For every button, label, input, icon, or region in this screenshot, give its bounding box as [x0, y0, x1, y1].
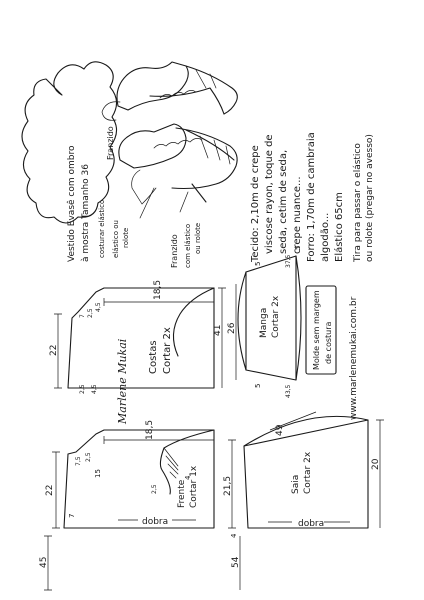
saia-dim-54: 54	[231, 556, 241, 568]
callout-elastico-ou: elástico ou	[112, 220, 120, 258]
website-text: www.marlenemukai.com.br	[349, 296, 359, 420]
frente-dim-75: 7,5	[75, 456, 82, 466]
note-tecido-2: viscose rayon, toque de	[264, 134, 275, 254]
saia-dim-215: 21,5	[223, 476, 233, 496]
frente-dim-25a: 2,5	[85, 452, 92, 462]
frente-dim-15: 15	[94, 469, 102, 478]
manga-dim-375: 37,5	[285, 254, 292, 268]
manga-cut: Cortar 2x	[271, 295, 281, 338]
signature: Marlene Mukai	[116, 339, 129, 425]
molde-notice-box: Molde sem margem de costura	[305, 285, 337, 375]
costas-dim-25b: 2,5	[79, 384, 86, 394]
costas-cut: Cortar 2x	[162, 327, 173, 374]
callout-costurar-elastico: costurar elástico	[98, 200, 106, 258]
frente-dim-45: 45	[39, 557, 49, 568]
callout-franzido-bottom: Franzido	[170, 234, 179, 268]
dress-sketch-back	[101, 61, 238, 121]
callout-com-elastico: com elástico	[184, 224, 192, 268]
dress-sketch-front	[118, 123, 238, 205]
costas-dim-41: 41	[213, 325, 223, 336]
note-tecido-3: seda, cetim de seda,	[278, 150, 289, 254]
manga-dim-5a: 5	[254, 262, 262, 266]
frente-label: Frente	[177, 479, 187, 508]
note-tecido-1: Tecido: 2,10m de crepe	[250, 145, 261, 263]
costas-label: Costas	[148, 340, 159, 374]
fabric-notes: Tecido: 2,10m de crepe viscose rayon, to…	[250, 132, 375, 263]
frente-dim-185: 18,5	[145, 420, 155, 440]
saia-cut: Cortar 2x	[303, 451, 313, 494]
costas-dim-45a: 4,5	[95, 302, 102, 312]
costas-dim-45b: 4,5	[91, 384, 98, 394]
saia-dim-20: 20	[371, 458, 381, 470]
saia-fold: dobra	[298, 519, 324, 529]
note-algodao: algodão...	[320, 213, 331, 262]
manga-dim-5b: 5	[254, 384, 262, 388]
frente-dim-22: 22	[45, 485, 55, 496]
callout-franzido-top: Franzido	[106, 126, 115, 160]
frente-dim-4: 4	[184, 475, 192, 480]
molde-line-1: Molde sem margem	[312, 290, 321, 370]
frente-dim-7: 7	[68, 514, 76, 518]
sketch-callouts: Franzido costurar elástico elástico ou r…	[98, 126, 202, 268]
costas-dim-7: 7	[79, 314, 86, 318]
manga-dim-26: 26	[227, 322, 237, 334]
title-cloud: Vestido Evasê com ombro à mostra Tamanho…	[21, 61, 118, 262]
note-tira-1: Tira para passar o elástico	[353, 143, 363, 263]
manga-dim-435: 43,5	[285, 384, 292, 398]
callout-rolote: rolote	[122, 228, 130, 248]
signature-text: Marlene Mukai	[116, 339, 129, 425]
molde-line-2: de costura	[324, 322, 333, 365]
callout-ou-rolote: ou rolote	[194, 223, 202, 254]
frente-dim-25b: 2,5	[151, 484, 158, 494]
title-line-1: Vestido Evasê com ombro	[66, 145, 77, 262]
note-tecido-4: crepe nuance...	[292, 176, 303, 254]
saia-dim-49: 49	[275, 424, 285, 436]
manga-dim-5c: 5	[294, 246, 302, 250]
costas-dim-25a: 2,5	[87, 308, 94, 318]
piece-saia: 21,5 54 4 49 20 Saia Cortar 2x dobra	[223, 411, 384, 590]
note-elastico: Elástico 65cm	[333, 192, 345, 262]
saia-label: Saia	[291, 475, 301, 494]
piece-costas: 22 18,5 41 2,5 4,5 7 2,5 4,5 Costas Cort…	[49, 280, 226, 394]
manga-label: Manga	[259, 308, 269, 338]
costas-dim-185: 18,5	[153, 280, 163, 300]
costas-dim-22: 22	[49, 345, 59, 356]
note-forro: Forro: 1,70m de cambraia	[306, 132, 317, 262]
piece-frente: 22 18,5 45 7,5 2,5 15 7 4 2,5 Frente Cor…	[39, 420, 215, 591]
title-line-2: à mostra Tamanho 36	[81, 164, 91, 262]
piece-manga: 26 5 5 37,5 43,5 5 Manga Cortar 2x	[227, 246, 302, 398]
frente-cut: Cortar 1x	[189, 465, 199, 508]
frente-fold: dobra	[142, 517, 168, 527]
saia-dim-4: 4	[230, 533, 238, 538]
note-tira-2: ou rolote (pregar no avesso)	[365, 134, 375, 262]
